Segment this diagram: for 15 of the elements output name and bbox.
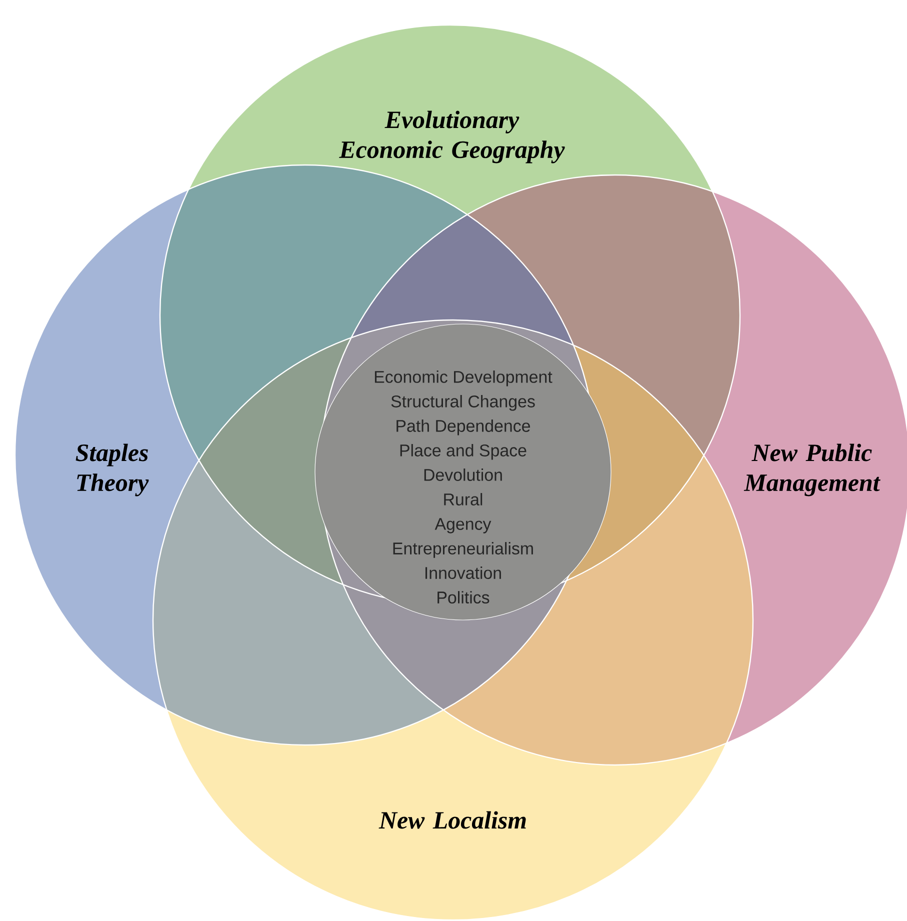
node-label: Agency — [434, 518, 492, 534]
term-list: Economic Development Structural Changes Path Dependence Place and Space Devolution Rural Agency Entrepreneurialism Innovation Politics — [374, 370, 552, 604]
circle-heading: New Public Management — [744, 444, 880, 496]
node-label: Politics — [438, 591, 490, 604]
node-label: Rural — [444, 493, 482, 506]
circle-heading: New Localism — [378, 811, 526, 829]
node-label: Entrepreneurialism — [393, 542, 533, 558]
circle-heading: Staples Theory — [76, 444, 149, 496]
node-label: Economic Development — [374, 370, 552, 386]
node-label: Innovation — [425, 566, 501, 579]
node-label: Path Dependence — [396, 420, 530, 436]
node-label: Devolution — [424, 468, 502, 481]
node-label: Structural Changes — [391, 395, 535, 411]
node-label: Place and Space — [400, 444, 526, 460]
circle-heading: Evolutionary Economic Geography — [339, 110, 565, 164]
